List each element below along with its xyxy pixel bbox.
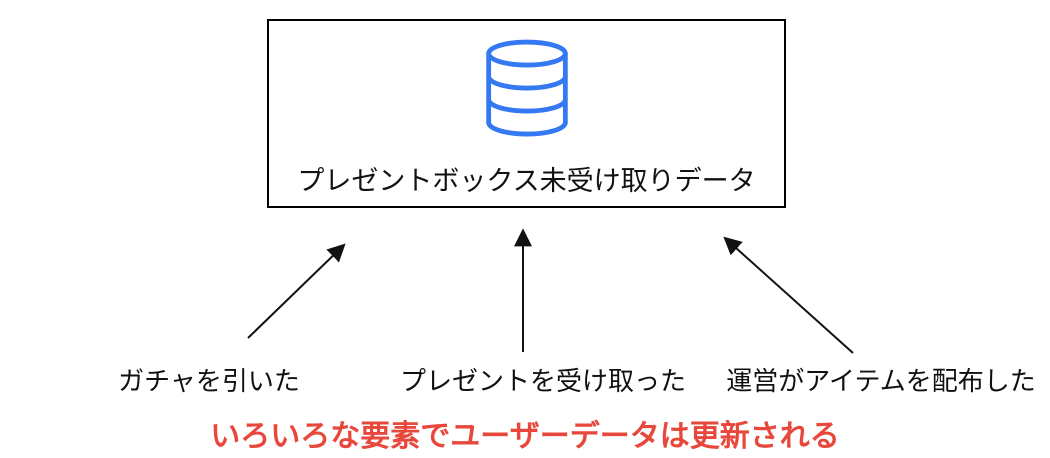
source-label-admin: 運営がアイテムを配布した [726,366,1036,396]
arrow-gacha-to-box [247,243,346,339]
arrow-admin-to-box [723,236,854,354]
database-box: プレゼントボックス未受け取りデータ [267,19,786,208]
source-label-gacha: ガチャを引いた [118,366,300,396]
database-box-label: プレゼントボックス未受け取りデータ [297,166,756,196]
database-icon [485,39,568,137]
source-label-present: プレゼントを受け取った [399,366,687,396]
summary-caption: いろいろな要素でユーザーデータは更新される [210,420,840,453]
